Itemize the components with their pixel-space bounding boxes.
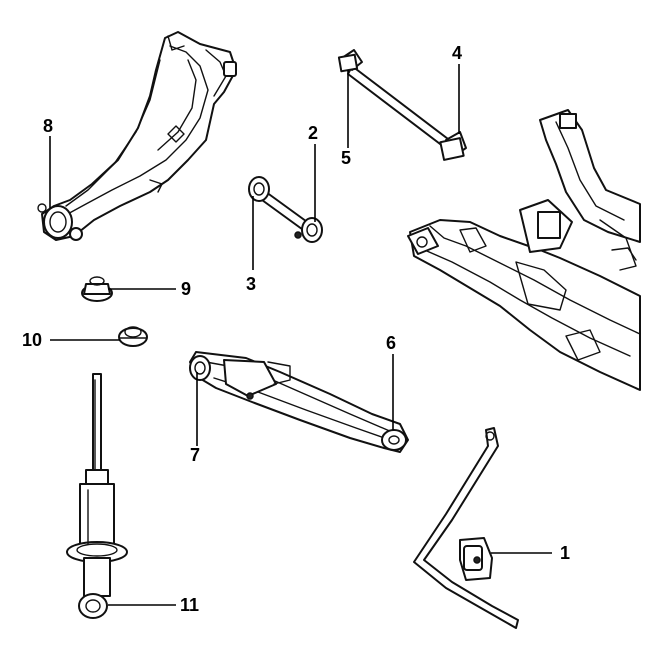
callout-4: 4 <box>452 43 462 63</box>
callout-8: 8 <box>43 116 53 136</box>
part-6-7-lower-control-arm <box>189 351 409 453</box>
callout-2: 2 <box>308 123 318 143</box>
callout-labels: 1 2 3 4 5 6 7 8 9 10 11 <box>22 43 570 615</box>
callout-6: 6 <box>386 333 396 353</box>
part-1-stabilizer-bar <box>413 427 519 629</box>
callout-5: 5 <box>341 148 351 168</box>
rear-crossmember-frame <box>407 109 641 391</box>
part-2-3-lateral-link <box>248 176 323 243</box>
callout-3: 3 <box>246 274 256 294</box>
part-11-shock-absorber <box>66 373 128 619</box>
part-9-bushing <box>81 276 113 302</box>
callout-10: 10 <box>22 330 42 350</box>
part-4-5-stabilizer-link <box>337 49 467 161</box>
leader-lines <box>49 64 552 606</box>
callout-1: 1 <box>560 543 570 563</box>
part-8-trailing-arm <box>37 31 237 241</box>
callout-7: 7 <box>190 445 200 465</box>
part-10-bushing <box>118 326 148 347</box>
callout-9: 9 <box>181 279 191 299</box>
callout-11: 11 <box>180 595 199 615</box>
